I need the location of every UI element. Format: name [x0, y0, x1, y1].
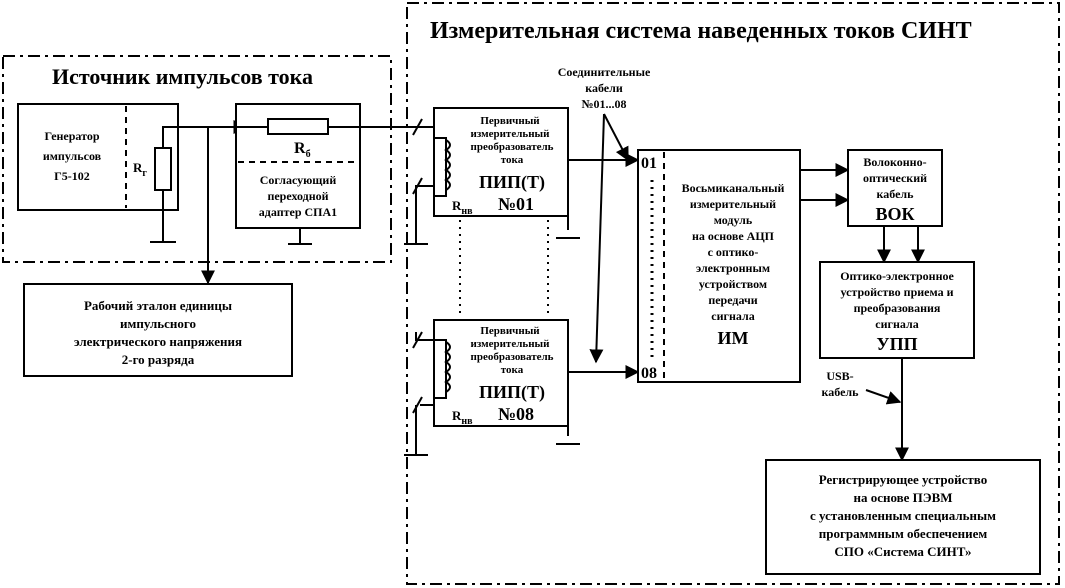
pip-01-block: Первичный измерительный преобразователь … — [404, 107, 580, 245]
svg-text:Восьмиканальный: Восьмиканальный — [682, 181, 785, 195]
svg-text:преобразования: преобразования — [854, 301, 941, 315]
cables-label: Соединительные кабели №01...08 — [558, 65, 651, 111]
svg-text:кабель: кабель — [877, 187, 915, 201]
svg-text:на основе ПЭВМ: на основе ПЭВМ — [853, 490, 952, 505]
svg-text:Соединительные: Соединительные — [558, 65, 651, 79]
svg-text:импульсов: импульсов — [43, 149, 102, 163]
svg-text:импульсного: импульсного — [120, 316, 196, 331]
svg-text:электрического напряжения: электрического напряжения — [74, 334, 242, 349]
adapter-block: Rб Согласующий переходной адаптер СПА1 — [235, 103, 361, 245]
svg-text:Волоконно-: Волоконно- — [863, 155, 926, 169]
svg-text:преобразователь: преобразователь — [471, 141, 554, 153]
svg-text:устройством: устройством — [699, 277, 767, 291]
svg-text:Rб: Rб — [294, 140, 311, 160]
etalon-block: Рабочий эталон единицы импульсного элект… — [23, 283, 293, 377]
svg-text:Первичный: Первичный — [480, 325, 540, 337]
svg-text:ВОК: ВОК — [875, 204, 914, 224]
svg-text:08: 08 — [641, 365, 657, 382]
svg-text:Г5-102: Г5-102 — [54, 169, 90, 183]
system-region-frame — [406, 2, 1060, 585]
svg-text:№01: №01 — [498, 194, 534, 214]
svg-text:адаптер СПА1: адаптер СПА1 — [259, 205, 337, 219]
svg-text:01: 01 — [641, 155, 657, 172]
svg-text:кабели: кабели — [585, 81, 623, 95]
svg-text:Регистрирующее устройство: Регистрирующее устройство — [819, 472, 987, 487]
svg-text:Rнв: Rнв — [452, 198, 473, 217]
svg-text:измерительный: измерительный — [690, 197, 776, 211]
svg-text:ПИП(Т): ПИП(Т) — [479, 382, 545, 403]
svg-text:УПП: УПП — [876, 334, 917, 354]
svg-text:с установленным специальным: с установленным специальным — [810, 508, 996, 523]
svg-text:Оптико-электронное: Оптико-электронное — [840, 269, 954, 283]
svg-text:с оптико-: с оптико- — [708, 245, 759, 259]
svg-text:Генератор: Генератор — [44, 129, 99, 143]
generator-block: Генератор импульсов Г5-102 Rг — [17, 103, 236, 243]
svg-text:модуль: модуль — [714, 213, 753, 227]
svg-text:передачи: передачи — [708, 293, 757, 307]
source-region-title: Источник импульсов тока — [52, 64, 313, 89]
svg-text:переходной: переходной — [267, 189, 328, 203]
upp-block: Оптико-электронное устройство приема и п… — [819, 261, 975, 359]
pip-08-block: Первичный измерительный преобразователь … — [404, 319, 580, 456]
svg-text:тока: тока — [501, 154, 524, 166]
svg-text:Рабочий эталон единицы: Рабочий эталон единицы — [84, 298, 232, 313]
svg-text:измерительный: измерительный — [471, 128, 551, 140]
svg-text:измерительный: измерительный — [471, 338, 551, 350]
svg-text:оптический: оптический — [863, 171, 927, 185]
svg-text:тока: тока — [501, 364, 524, 376]
svg-text:сигнала: сигнала — [711, 309, 754, 323]
source-region-frame — [2, 55, 392, 263]
pc-registering-block: Регистрирующее устройство на основе ПЭВМ… — [765, 459, 1041, 575]
svg-text:преобразователь: преобразователь — [471, 351, 554, 363]
svg-text:Rг: Rг — [133, 160, 147, 179]
usb-cable-label: USB- кабель — [822, 369, 860, 399]
svg-text:Первичный: Первичный — [480, 115, 540, 127]
svg-text:Согласующий: Согласующий — [260, 173, 337, 187]
vok-block: Волоконно- оптический кабель ВОК — [847, 149, 943, 227]
svg-text:устройство приема и: устройство приема и — [840, 285, 953, 299]
svg-text:№08: №08 — [498, 404, 534, 424]
system-region-title: Измерительная система наведенных токов С… — [430, 18, 972, 44]
measurement-module-block: 01 08 Восьмиканальный измерительный моду… — [637, 149, 801, 383]
svg-text:программным обеспечением: программным обеспечением — [819, 526, 988, 541]
svg-text:2-го разряда: 2-го разряда — [122, 352, 195, 367]
svg-text:№01...08: №01...08 — [581, 97, 626, 111]
svg-text:сигнала: сигнала — [875, 317, 918, 331]
svg-text:кабель: кабель — [822, 385, 860, 399]
svg-text:на основе АЦП: на основе АЦП — [692, 229, 775, 243]
svg-text:электронным: электронным — [696, 261, 770, 275]
svg-text:ИМ: ИМ — [718, 328, 749, 348]
svg-text:Rнв: Rнв — [452, 408, 473, 427]
svg-text:ПИП(Т): ПИП(Т) — [479, 172, 545, 193]
svg-text:USB-: USB- — [826, 369, 853, 383]
svg-text:СПО «Система СИНТ»: СПО «Система СИНТ» — [834, 544, 971, 559]
